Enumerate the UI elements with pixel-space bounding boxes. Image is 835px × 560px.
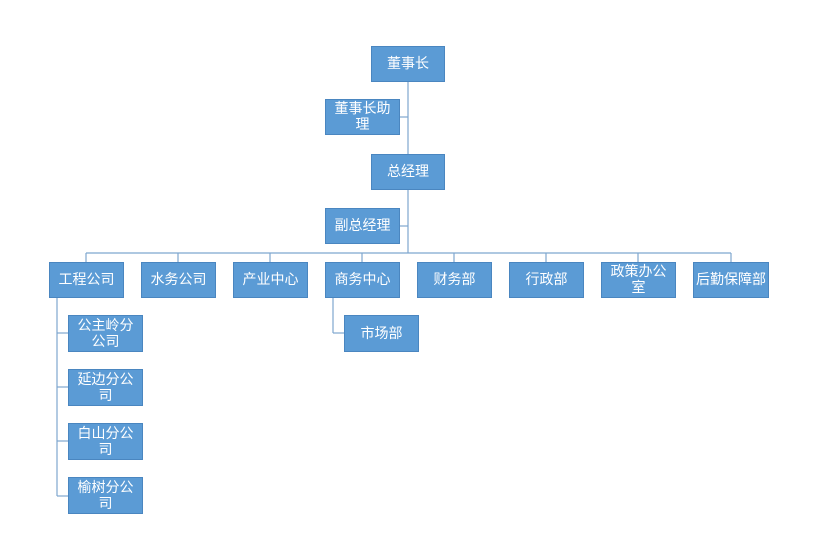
node-dept-admin: 行政部 <box>509 262 584 298</box>
node-dept-water: 水务公司 <box>141 262 216 298</box>
node-chairman-assistant: 董事长助理 <box>325 99 400 135</box>
node-dept-business: 商务中心 <box>325 262 400 298</box>
node-dept-industry: 产业中心 <box>233 262 308 298</box>
node-deputy-gm: 副总经理 <box>325 208 400 244</box>
node-dept-policy: 政策办公室 <box>601 262 676 298</box>
node-branch-gongzhuling: 公主岭分公司 <box>68 315 143 352</box>
node-branch-yanbian: 延边分公司 <box>68 369 143 406</box>
node-dept-logistics: 后勤保障部 <box>693 262 769 298</box>
node-branch-yushu: 榆树分公司 <box>68 477 143 514</box>
node-dept-finance: 财务部 <box>417 262 492 298</box>
node-dept-engineering: 工程公司 <box>49 262 124 298</box>
node-market-dept: 市场部 <box>344 315 419 352</box>
node-chairman: 董事长 <box>371 46 445 82</box>
node-general-manager: 总经理 <box>371 154 445 190</box>
node-branch-baishan: 白山分公司 <box>68 423 143 460</box>
